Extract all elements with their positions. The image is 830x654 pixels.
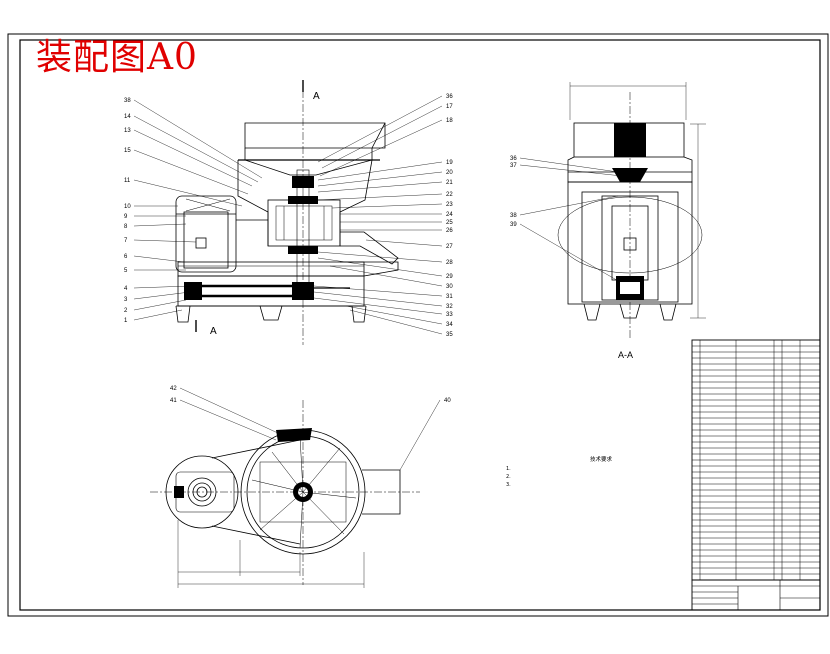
parts-list-table [691, 339, 821, 581]
balloon-40: 40 [444, 398, 451, 404]
balloon-37: 37 [510, 163, 517, 169]
balloon-15: 15 [124, 148, 131, 154]
balloon-17: 17 [446, 104, 453, 110]
balloon-11: 11 [124, 178, 131, 184]
plan-view [150, 400, 420, 588]
balloon-9: 9 [124, 214, 128, 220]
side-section-view [557, 82, 706, 340]
balloon-7: 7 [124, 238, 128, 244]
balloon-10: 10 [124, 204, 131, 210]
front-section-view [175, 80, 399, 345]
balloon-28: 28 [446, 260, 453, 266]
balloon-numbers-main: 38 14 13 15 11 10 9 8 7 6 5 4 3 2 1 36 1… [124, 94, 453, 338]
balloon-39: 39 [510, 222, 517, 228]
balloon-3: 3 [124, 297, 128, 303]
balloon-leaders-plan [179, 387, 441, 471]
balloon-leaders-main [133, 95, 443, 335]
drawing-frame [7, 33, 829, 617]
drawing-title: 装配图A0 [36, 37, 198, 78]
balloon-30: 30 [446, 284, 453, 290]
balloon-8: 8 [124, 224, 128, 230]
balloon-36: 36 [446, 94, 453, 100]
balloon-14: 14 [124, 114, 131, 120]
balloon-23: 23 [446, 202, 453, 208]
title-block [691, 579, 821, 611]
balloon-leaders-section [519, 157, 623, 283]
balloon-34: 34 [446, 322, 453, 328]
balloon-4: 4 [124, 286, 128, 292]
balloon-38-section: 38 [510, 213, 517, 219]
technical-note-line: 2. [506, 474, 511, 480]
balloon-41: 41 [170, 398, 177, 404]
technical-notes-title: 技术要求 [589, 457, 612, 463]
balloon-42: 42 [170, 386, 177, 392]
balloon-numbers-section: 36 37 38 39 [510, 156, 517, 228]
balloon-1: 1 [124, 318, 128, 324]
technical-note-line: 3. [506, 482, 511, 488]
balloon-29: 29 [446, 274, 453, 280]
balloon-numbers-plan: 42 41 40 [170, 386, 451, 404]
balloon-22: 22 [446, 192, 453, 198]
balloon-26: 26 [446, 228, 453, 234]
balloon-2: 2 [124, 308, 128, 314]
technical-notes: 技术要求 1. 2. 3. [506, 456, 696, 489]
section-label-bottom: A [210, 326, 217, 337]
section-label-top: A [313, 91, 320, 102]
balloon-20: 20 [446, 170, 453, 176]
balloon-25: 25 [446, 220, 453, 226]
balloon-31: 31 [446, 294, 453, 300]
balloon-24: 24 [446, 212, 453, 218]
balloon-32: 32 [446, 304, 453, 310]
technical-note-line: 1. [506, 466, 511, 472]
balloon-6: 6 [124, 254, 128, 260]
balloon-35: 35 [446, 332, 453, 338]
balloon-21: 21 [446, 180, 453, 186]
balloon-36-section: 36 [510, 156, 517, 162]
balloon-27: 27 [446, 244, 453, 250]
section-view-label: A-A [618, 350, 633, 360]
balloon-18: 18 [446, 118, 453, 124]
balloon-38: 38 [124, 98, 131, 104]
balloon-13: 13 [124, 128, 131, 134]
balloon-19: 19 [446, 160, 453, 166]
balloon-5: 5 [124, 268, 128, 274]
balloon-33: 33 [446, 312, 453, 318]
